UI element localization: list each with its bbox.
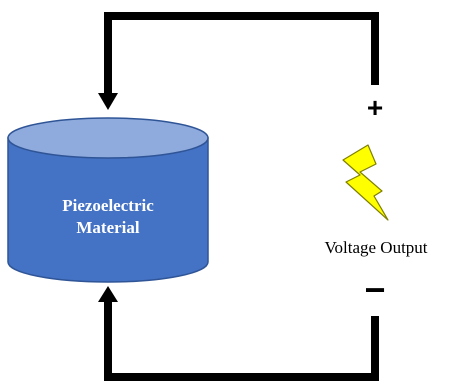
up-arrow-icon: [98, 286, 118, 302]
voltage-output-label: Voltage Output: [324, 238, 427, 257]
piezoelectric-cylinder: Piezoelectric Material: [7, 117, 209, 283]
lightning-bolt-icon: [342, 144, 389, 221]
negative-terminal-sign: −: [364, 269, 385, 310]
down-arrow-icon: [98, 93, 118, 110]
cylinder-body: [7, 137, 209, 283]
top-wire: [104, 12, 379, 95]
material-label-line1: Piezoelectric: [62, 196, 154, 215]
material-label-line2: Material: [76, 218, 140, 237]
cylinder-top: [7, 117, 209, 159]
bottom-wire: [104, 302, 379, 381]
positive-terminal-sign: +: [367, 92, 383, 123]
